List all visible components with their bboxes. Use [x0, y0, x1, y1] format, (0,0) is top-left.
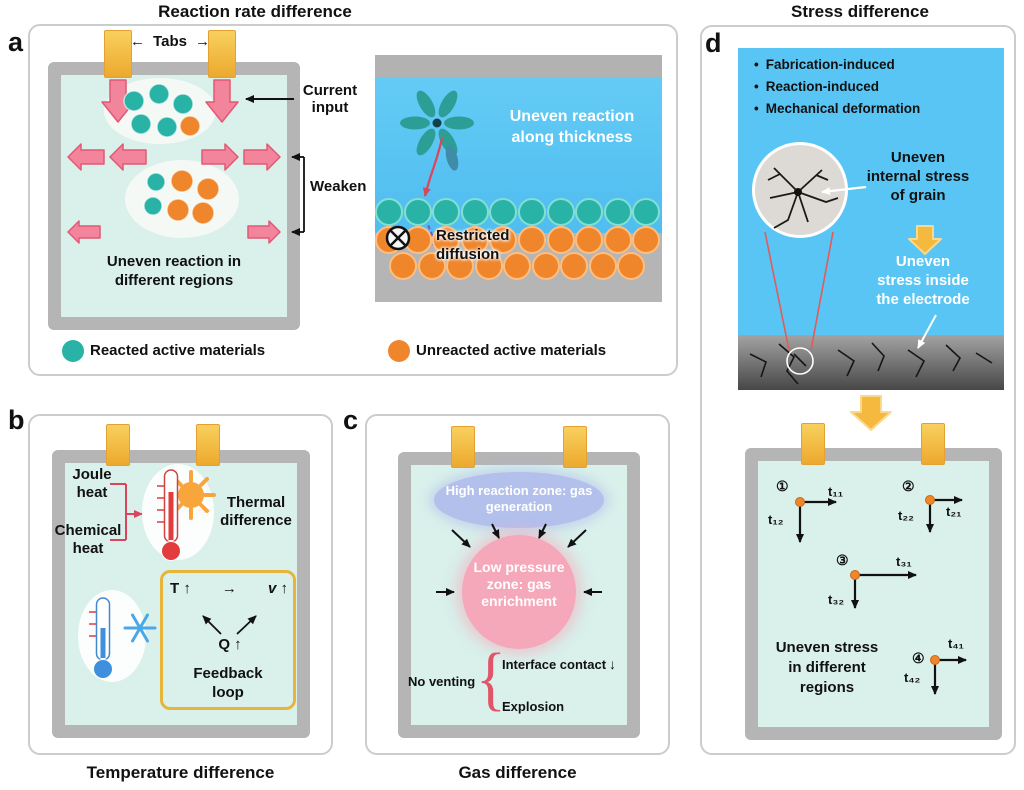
explosion-label: Explosion — [502, 699, 565, 714]
joule-heat-label: Joule heat — [72, 466, 112, 501]
loop-rate: v ↑ — [267, 580, 288, 597]
loop-heat: Q ↑ — [218, 636, 242, 653]
high-reaction-zone-label: High reaction zone: gas generation — [445, 483, 593, 514]
decrease-arrow-icon: ↓ — [609, 656, 617, 672]
loop-equation: T ↑ → v ↑ — [170, 580, 288, 598]
bullet-icon: • — [754, 57, 759, 72]
stress-bullet-2: • Reaction-induced — [754, 79, 879, 95]
point-4-t42: t₄₂ — [904, 670, 921, 685]
point-2-t21: t₂₁ — [946, 504, 962, 519]
legend-unreacted-dot — [388, 340, 410, 362]
tabs-label: Tabs — [153, 33, 187, 50]
stress-bullet-3: • Mechanical deformation — [754, 101, 920, 117]
electrolyte-region — [375, 77, 662, 233]
battery-a-tab-right — [208, 30, 236, 78]
red-brace: { — [476, 639, 506, 719]
thermal-difference-label: Thermal difference — [220, 494, 292, 529]
restricted-diffusion-label: Restricted diffusion — [436, 227, 510, 263]
chemical-heat-label: Chemical heat — [54, 522, 122, 557]
uneven-regions-d-label: Uneven stress in different regions — [775, 639, 879, 696]
low-pressure-zone-label: Low pressure zone: gas enrichment — [473, 559, 565, 609]
panel-c-label: c — [343, 405, 359, 435]
stress-bullet-1: • Fabrication-induced — [754, 57, 895, 73]
high-reaction-zone: High reaction zone: gas generation — [434, 472, 604, 528]
point-4-t41: t₄₁ — [948, 636, 964, 651]
point-3-t31: t₃₁ — [896, 554, 912, 569]
battery-b-tab-right — [196, 424, 220, 466]
no-venting-label: No venting — [408, 674, 476, 689]
legend-reacted-dot — [62, 340, 84, 362]
tabs-arrow-right-icon: → — [195, 33, 210, 50]
battery-c-tab-right — [563, 426, 587, 468]
electrode-bar — [738, 335, 1004, 390]
stress-bullet-3-label: Mechanical deformation — [765, 101, 921, 116]
uneven-regions-a-label: Uneven reaction in different regions — [106, 253, 242, 289]
tabs-arrow-left-icon: ← — [130, 33, 145, 50]
battery-a-tab-left — [104, 30, 132, 78]
battery-c-tab-left — [451, 426, 475, 468]
legend-unreacted-label: Unreacted active materials — [416, 342, 607, 359]
loop-temperature: T ↑ — [170, 580, 191, 597]
feedback-loop-box — [160, 570, 296, 710]
feedback-loop-label: Feedback loop — [193, 665, 263, 701]
point-4-id: ④ — [912, 650, 925, 666]
grain-stress-label: Uneven internal stress of grain — [866, 149, 970, 204]
battery-d-tab-left — [801, 423, 825, 465]
stress-bullet-2-label: Reaction-induced — [765, 79, 879, 94]
tabs-callout: ← Tabs → — [130, 33, 210, 51]
interface-contact-label: Interface contact — [502, 656, 607, 672]
stress-bullet-1-label: Fabrication-induced — [765, 57, 895, 72]
uneven-thickness-label: Uneven reaction along thickness — [509, 108, 635, 146]
current-input-label: Current input — [302, 82, 358, 116]
panel-a-label: a — [8, 27, 24, 57]
separator-bar-top — [375, 55, 662, 77]
grain-magnifier-circle — [752, 142, 848, 238]
panel-d-label: d — [705, 28, 722, 58]
weaken-label: Weaken — [310, 178, 367, 195]
point-2-t22: t₂₂ — [898, 508, 914, 523]
title-stress: Stress difference — [791, 2, 929, 21]
caption-temperature: Temperature difference — [86, 763, 275, 782]
low-pressure-zone: Low pressure zone: gas enrichment — [462, 535, 576, 649]
electrode-stress-label: Uneven stress inside the electrode — [876, 253, 970, 308]
loop-arrow-icon: → — [221, 580, 237, 597]
caption-gas: Gas difference — [458, 763, 577, 782]
title-reaction-rate: Reaction rate difference — [158, 2, 352, 21]
legend-reacted-label: Reacted active materials — [90, 342, 266, 359]
battery-b-tab-left — [106, 424, 130, 466]
battery-d-tab-right — [921, 423, 945, 465]
point-1-t12: t₁₂ — [768, 512, 784, 527]
point-1-id: ① — [776, 478, 789, 494]
point-2-id: ② — [902, 478, 915, 494]
interface-contact-row: Interface contact ↓ — [502, 656, 616, 673]
point-3-t32: t₃₂ — [828, 592, 845, 607]
point-1-t11: t₁₁ — [828, 484, 844, 499]
bullet-icon: • — [754, 79, 759, 94]
bullet-icon: • — [754, 101, 759, 116]
point-3-id: ③ — [836, 552, 849, 568]
panel-b-label: b — [8, 405, 25, 435]
